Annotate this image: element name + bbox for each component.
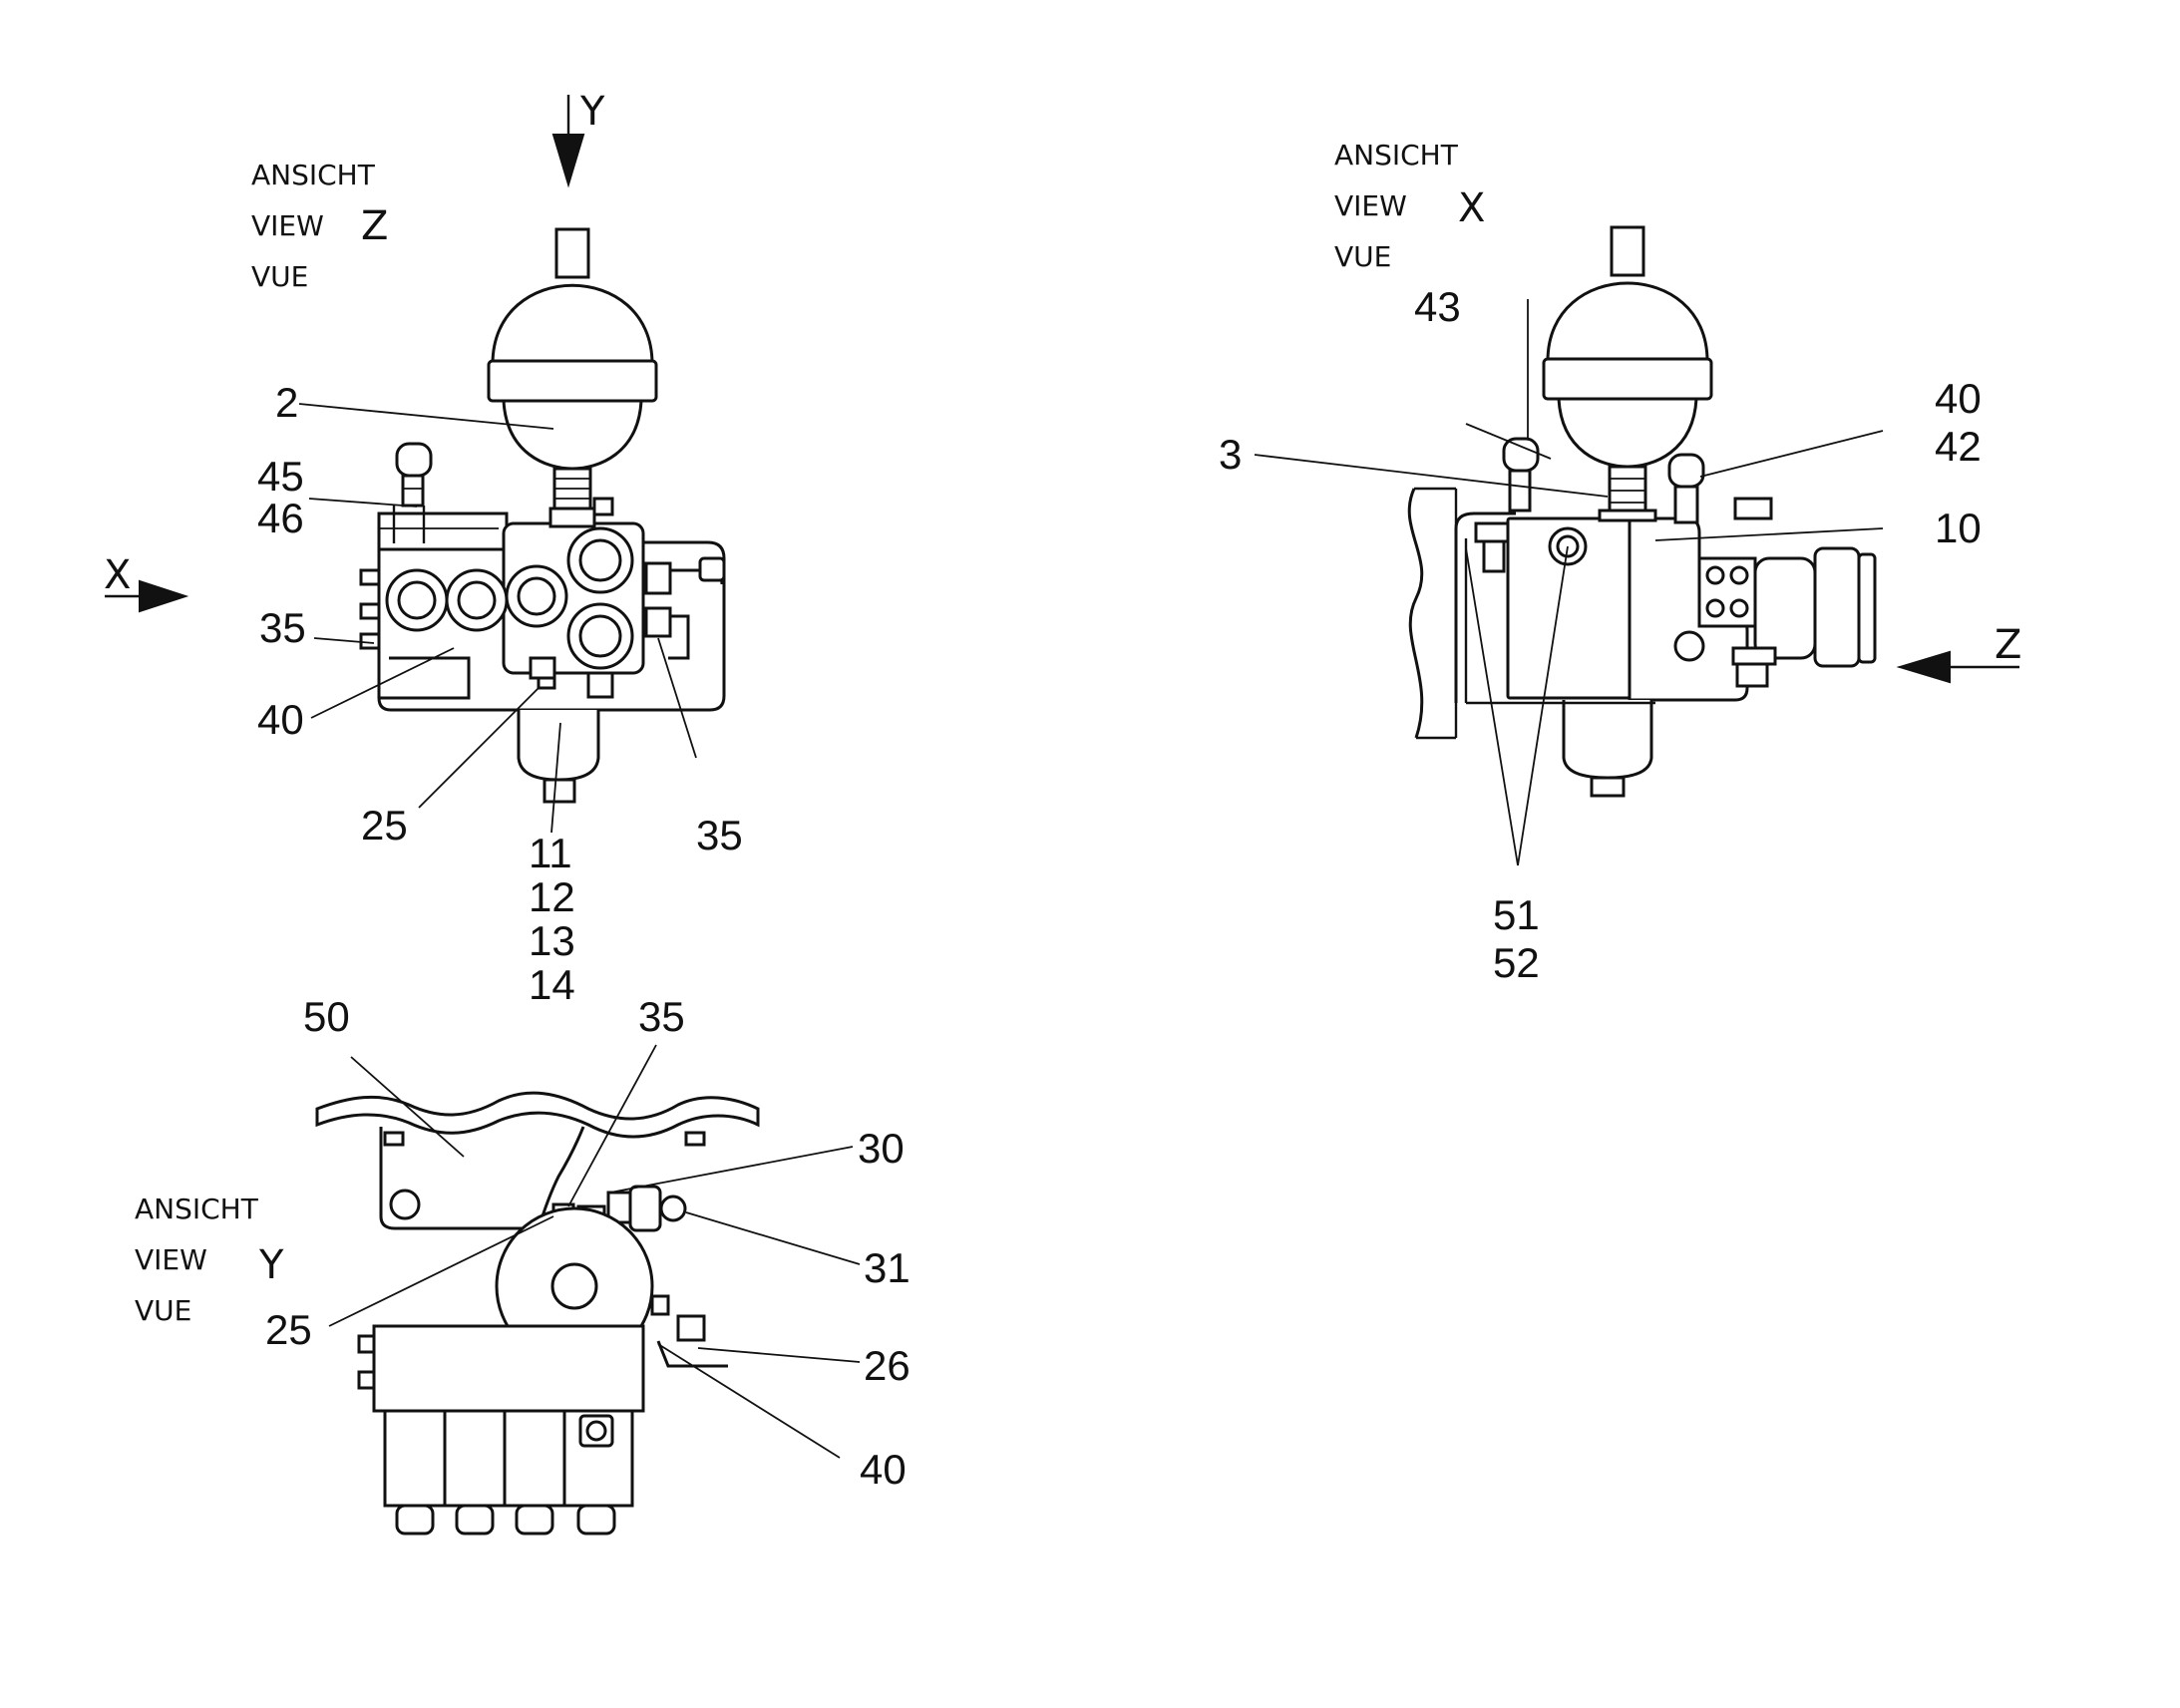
- callout-y-50: 50: [303, 993, 350, 1040]
- view-z-caption-vue: VUE: [251, 260, 308, 293]
- view-z-letter: Z: [361, 203, 388, 249]
- view-y-group: ANSICHT VIEW VUE Y: [135, 993, 910, 1536]
- accumulator-x: [1542, 225, 1713, 512]
- view-y-caption-view: VIEW: [135, 1243, 207, 1276]
- callout-y-25: 25: [265, 1306, 312, 1353]
- callout-y-35: 35: [638, 993, 685, 1040]
- callout-y-26: 26: [864, 1342, 910, 1389]
- callout-y-31: 31: [864, 1244, 910, 1291]
- accumulator-z: [487, 227, 658, 511]
- view-x-group: ANSICHT VIEW VUE X Z: [1219, 139, 2021, 986]
- view-z-caption-view: VIEW: [251, 209, 324, 242]
- callout-z-35-left: 35: [259, 604, 306, 651]
- view-x-caption-ansicht: ANSICHT: [1334, 139, 1459, 171]
- callout-y-40: 40: [860, 1446, 907, 1493]
- callout-z-2: 2: [275, 379, 298, 426]
- callout-z-40: 40: [257, 696, 304, 743]
- callout-z-25: 25: [361, 802, 408, 849]
- view-y-letter: Y: [258, 1242, 284, 1288]
- view-z-caption-ansicht: ANSICHT: [251, 159, 376, 191]
- arrow-x-letter: X: [104, 552, 131, 598]
- callout-x-42: 42: [1935, 423, 1982, 470]
- callout-x-52: 52: [1493, 939, 1540, 986]
- view-y-caption-vue: VUE: [135, 1294, 191, 1327]
- view-x-letter: X: [1458, 185, 1485, 231]
- arrow-z-indicator: Z: [1896, 622, 2021, 684]
- callout-z-35-right: 35: [696, 812, 743, 858]
- arrow-y-letter: Y: [579, 89, 605, 135]
- arrow-z-letter: Z: [1995, 622, 2021, 668]
- callout-z-12: 12: [529, 873, 575, 920]
- callout-z-14: 14: [529, 961, 575, 1008]
- callout-x-3: 3: [1219, 431, 1242, 478]
- callout-z-13: 13: [529, 917, 575, 964]
- view-x-caption-view: VIEW: [1334, 189, 1407, 222]
- callout-z-11: 11: [529, 830, 572, 876]
- callout-x-10: 10: [1935, 505, 1982, 551]
- callout-x-43: 43: [1414, 283, 1461, 330]
- callout-z-45: 45: [257, 453, 304, 500]
- arrow-x-indicator: X: [104, 552, 189, 613]
- callout-y-30: 30: [858, 1125, 905, 1172]
- view-z-group: ANSICHT VIEW VUE Z Y X: [104, 89, 743, 1008]
- view-x-caption-vue: VUE: [1334, 240, 1391, 273]
- callout-z-46: 46: [257, 495, 304, 541]
- valve-block-z: [359, 442, 726, 804]
- view-y-caption-ansicht: ANSICHT: [135, 1193, 259, 1225]
- callout-x-40: 40: [1935, 375, 1982, 422]
- arrow-y-indicator: Y: [551, 89, 605, 188]
- callout-x-51: 51: [1493, 891, 1540, 938]
- valve-block-x: [1454, 437, 1877, 798]
